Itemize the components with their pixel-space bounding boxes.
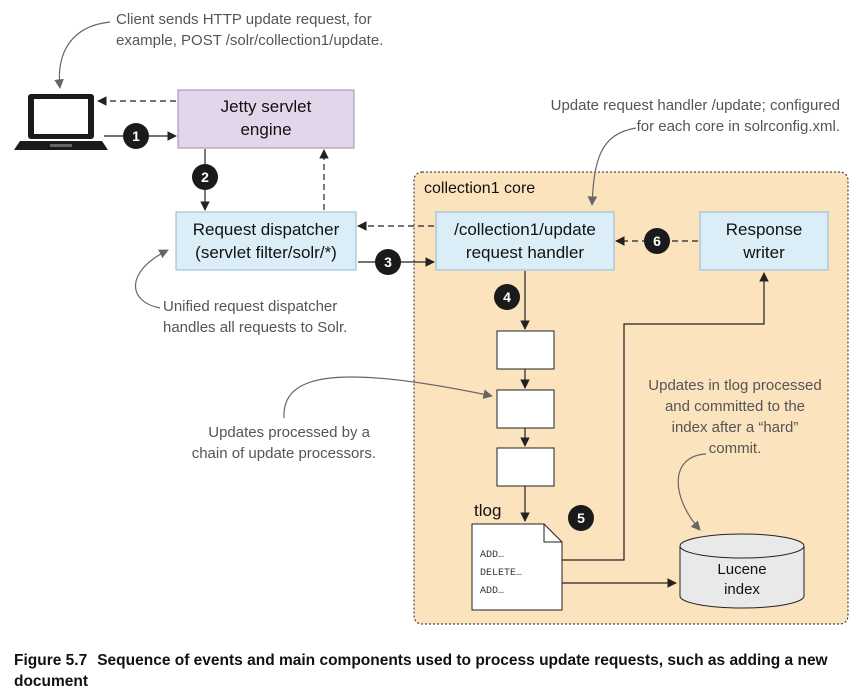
laptop-icon: [14, 94, 108, 150]
update-processor-box: [496, 330, 555, 370]
callout-client: [54, 21, 111, 89]
response-writer-box: [699, 211, 829, 271]
annotation-handler-line1: Update request handler /update; configur…: [551, 97, 840, 114]
tlog-label: tlog: [474, 501, 501, 520]
callout-processors: [283, 376, 493, 419]
dispatcher-label-line2: (servlet filter/solr/*): [195, 243, 337, 262]
step-number: 5: [577, 510, 585, 526]
collection1-core-region: [413, 171, 849, 625]
annotation-tlog-line2: and committed to the: [665, 398, 805, 415]
annotation-dispatcher-line2: handles all requests to Solr.: [163, 319, 347, 336]
callout-dispatcher: [134, 249, 169, 309]
dispatcher-label-line1: Request dispatcher: [193, 220, 340, 239]
callout-handler: [587, 127, 637, 206]
annotation-client-line1: Client sends HTTP update request, for: [116, 11, 372, 28]
tlog-document: [471, 523, 563, 611]
step-badge-6: 6: [644, 228, 670, 254]
step-number: 1: [132, 128, 140, 144]
annotation-tlog-line4: commit.: [709, 440, 762, 457]
update-request-handler-box: [435, 211, 615, 271]
annotation-handler-line2: for each core in solrconfig.xml.: [637, 118, 840, 135]
lucene-label-line1: Lucene: [717, 561, 766, 578]
figure-number: Figure 5.7: [14, 652, 88, 669]
step-badge-2: 2: [192, 164, 218, 190]
annotation-dispatcher-line1: Unified request dispatcher: [163, 298, 337, 315]
jetty-label-line1: Jetty servlet: [221, 97, 312, 116]
annotation-client-line2: example, POST /solr/collection1/update.: [116, 32, 383, 49]
lucene-label-line2: index: [724, 581, 760, 598]
step-badge-5: 5: [568, 505, 594, 531]
step-number: 6: [653, 233, 661, 249]
core-label: collection1 core: [424, 180, 535, 197]
step-number: 4: [503, 289, 511, 305]
lucene-index-cylinder: [679, 533, 805, 609]
tlog-entry: ADD…: [480, 586, 504, 597]
update-flow-diagram: collection1 core Jetty servlet engine Re…: [14, 11, 849, 625]
arrow-tlog-to-response-writer: [562, 272, 769, 561]
update-processor-box: [496, 389, 555, 429]
update-processor-box: [496, 447, 555, 487]
callout-tlog-commit: [677, 453, 707, 531]
jetty-label-line2: engine: [240, 120, 291, 139]
step-number: 3: [384, 254, 392, 270]
handler-label-line2: request handler: [466, 243, 584, 262]
tlog-entry: ADD…: [480, 550, 504, 561]
annotation-processors-line2: chain of update processors.: [192, 445, 376, 462]
handler-label-line1: /collection1/update: [454, 220, 596, 239]
tlog-entry: DELETE…: [480, 568, 522, 579]
request-dispatcher-box: [175, 211, 357, 271]
step-badge-4: 4: [494, 284, 520, 310]
annotation-tlog-line1: Updates in tlog processed: [648, 377, 821, 394]
step-number: 2: [201, 169, 209, 185]
step-badge-1: 1: [123, 123, 149, 149]
writer-label-line1: Response: [726, 220, 803, 239]
step-badge-3: 3: [375, 249, 401, 275]
figure-caption-text: Sequence of events and main components u…: [14, 652, 828, 690]
annotation-processors-line1: Updates processed by a: [208, 424, 370, 441]
annotation-tlog-line3: index after a “hard”: [672, 419, 799, 436]
writer-label-line2: writer: [742, 243, 785, 262]
jetty-servlet-engine-box: [177, 89, 355, 149]
